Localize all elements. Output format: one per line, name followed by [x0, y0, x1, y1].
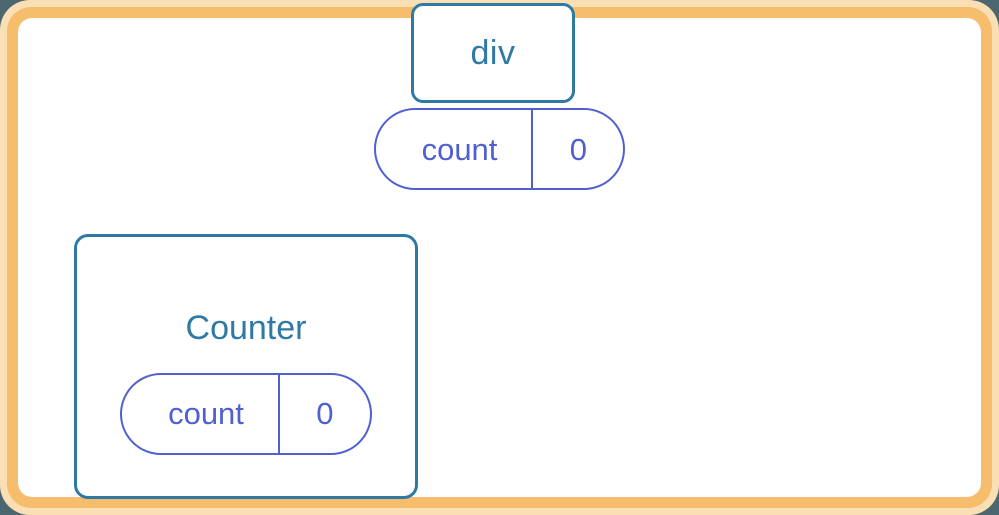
- node-div-label: div: [470, 34, 516, 72]
- prop-value-right: 0: [569, 131, 588, 167]
- prop-pill-left: count 0: [120, 372, 372, 455]
- prop-pill-right: count 0: [373, 108, 626, 190]
- node-div[interactable]: div: [411, 3, 575, 103]
- node-counter-left-title: Counter: [185, 308, 307, 347]
- prop-value-left: 0: [316, 396, 334, 431]
- prop-name-left: count: [122, 374, 280, 453]
- node-counter-left[interactable]: Counter count 0: [74, 234, 418, 499]
- prop-name-right: count: [376, 110, 534, 188]
